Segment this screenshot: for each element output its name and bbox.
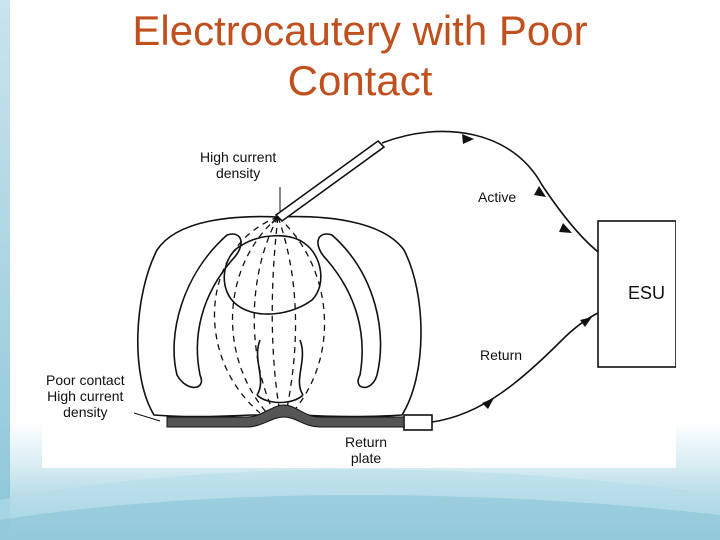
left-lung <box>173 233 242 389</box>
label-return: Return <box>480 347 523 363</box>
esu-box <box>597 220 676 368</box>
return-plate-connector <box>403 414 433 431</box>
arrow-return-low <box>482 398 494 409</box>
label-poor-contact: Poor contact High current density <box>46 372 125 420</box>
arrow-active-top <box>462 134 474 144</box>
slide-accent-bar <box>0 0 10 540</box>
slide-title: Electrocautery with Poor Contact <box>60 6 660 106</box>
decorative-swoosh <box>0 469 720 540</box>
label-high-current-density-top: High current density <box>200 149 277 181</box>
spine <box>256 339 304 404</box>
arrow-active-mid <box>534 186 546 197</box>
right-lung <box>317 233 382 389</box>
diagram-drawing <box>133 130 676 431</box>
return-plate <box>166 404 405 428</box>
label-esu: ESU <box>628 283 666 303</box>
label-active: Active <box>478 189 517 205</box>
arrow-return-high <box>580 317 592 327</box>
electrocautery-diagram: High current density Active ESU Return P… <box>42 125 676 468</box>
active-electrode <box>274 139 386 223</box>
title-line-1: Electrocautery with Poor <box>132 7 588 54</box>
heart <box>223 234 322 315</box>
arrow-active-low <box>559 223 572 233</box>
active-lead <box>381 130 603 256</box>
label-return-plate: Return plate <box>345 434 388 466</box>
return-lead <box>431 312 599 423</box>
title-line-2: Contact <box>287 57 433 104</box>
